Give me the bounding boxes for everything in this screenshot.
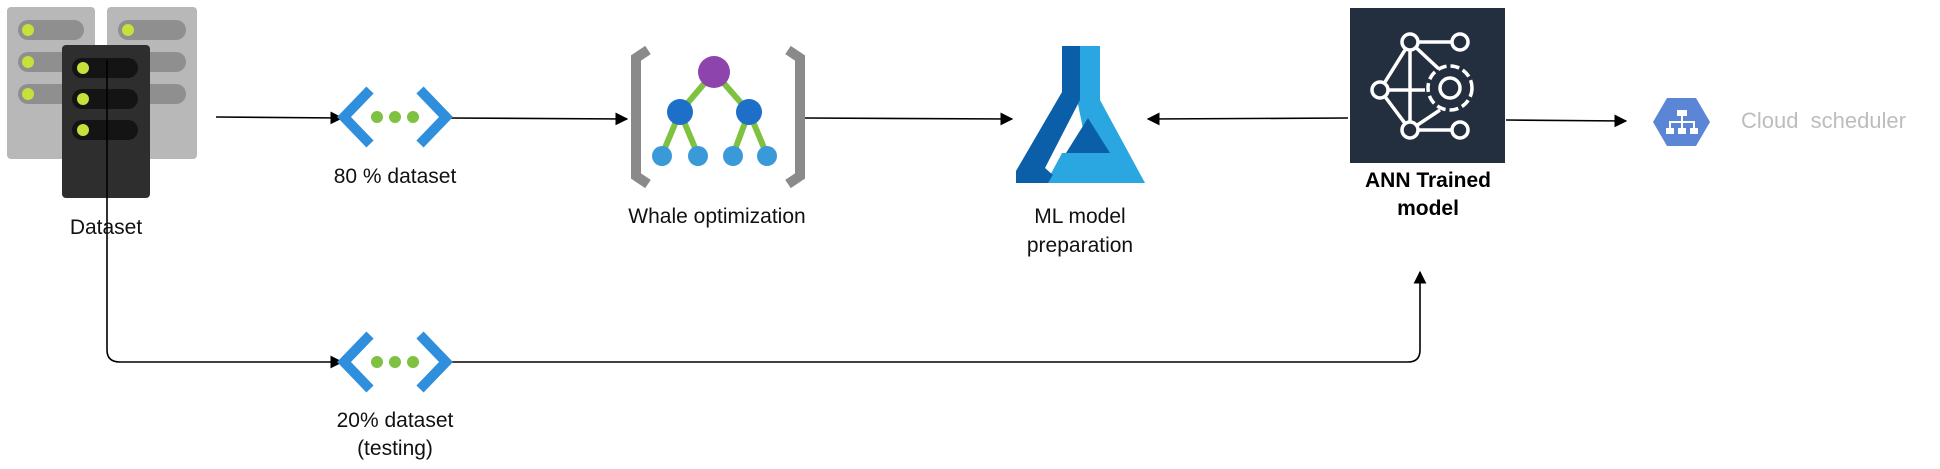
ml-prep-label-line2: preparation	[1026, 234, 1134, 257]
whale-optimization-label: Whale optimization	[628, 205, 806, 228]
ml-prep-label-line1: ML model	[1034, 205, 1126, 228]
ann-label-line2: model	[1397, 197, 1459, 220]
edge-test-to-ann	[448, 270, 1427, 363]
ellipsis-brackets-icon-testing[interactable]	[337, 331, 453, 393]
edge-ann-to-ml	[1146, 112, 1349, 126]
edge-dataset-to-test	[106, 60, 344, 369]
edges	[106, 60, 1628, 369]
test-split-label-line1: 20% dataset	[336, 409, 454, 432]
ann-label-line1: ANN Trained	[1364, 169, 1492, 192]
edge-whale-to-ml	[803, 112, 1014, 126]
edge-dataset-to-train	[215, 111, 344, 125]
edge-ann-to-scheduler	[1505, 114, 1628, 128]
cloud-scheduler-label: Cloud scheduler	[1741, 108, 1906, 133]
train-split-label: 80 % dataset	[333, 165, 457, 188]
dataset-label: Dataset	[69, 216, 143, 239]
ellipsis-brackets-icon[interactable]	[337, 86, 453, 148]
flask-icon[interactable]	[1016, 46, 1145, 183]
neural-gear-icon[interactable]	[1350, 8, 1505, 163]
hierarchy-brackets-icon[interactable]	[631, 45, 805, 189]
hexagon-network-icon[interactable]	[1653, 98, 1710, 146]
server-rack-icon[interactable]	[7, 7, 197, 198]
test-split-label-line2: (testing)	[357, 437, 433, 460]
edge-train-to-whale	[447, 112, 629, 126]
